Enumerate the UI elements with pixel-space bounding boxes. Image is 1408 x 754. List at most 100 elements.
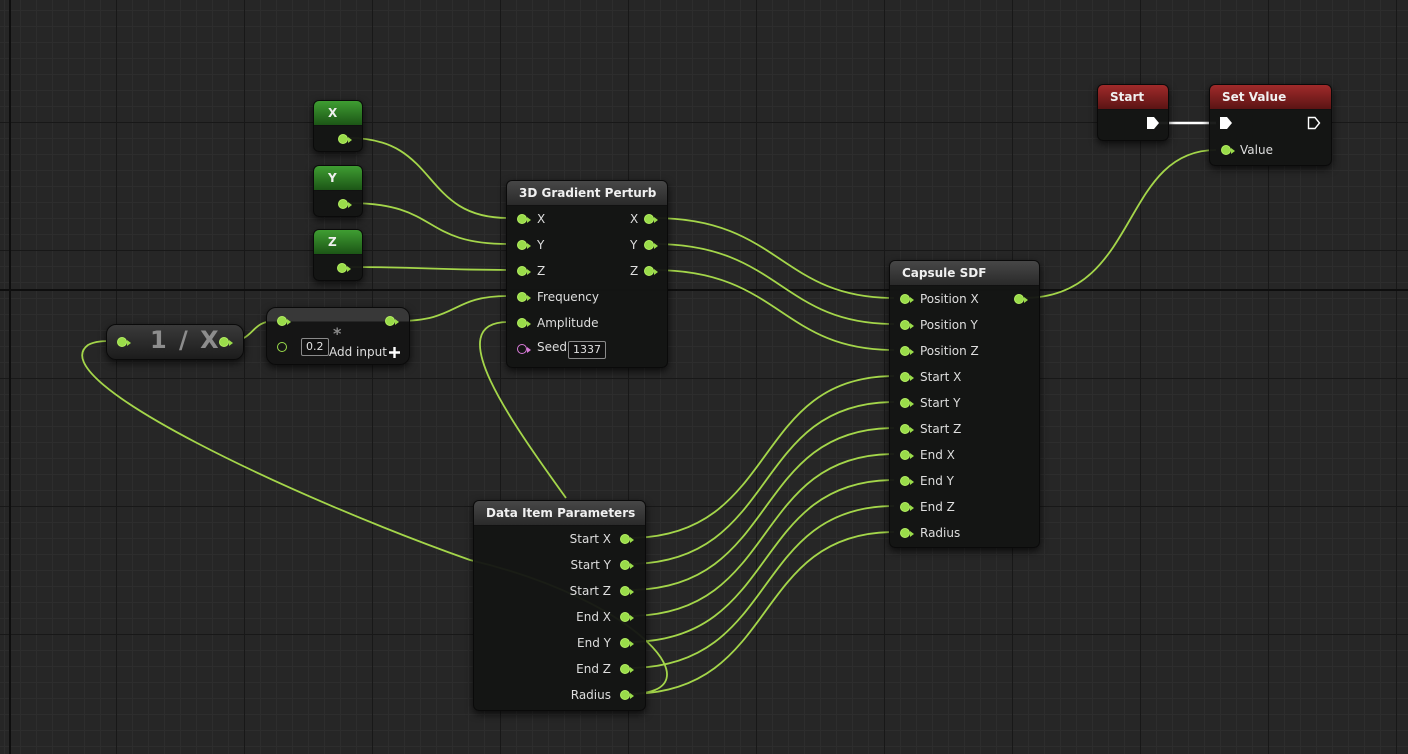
output-pin-end-x[interactable]	[620, 612, 634, 622]
node-title: Set Value	[1210, 85, 1331, 110]
multiply-value-field[interactable]: 0.2	[301, 338, 329, 356]
graph-origin-vertical-line	[9, 0, 11, 754]
wire-endy	[628, 479, 895, 643]
input-row-amplitude: Amplitude	[507, 313, 657, 333]
set-value-node[interactable]: Set Value Value	[1209, 84, 1332, 166]
capsule-sdf-node[interactable]: Capsule SDF Position X Position Y Positi…	[889, 260, 1040, 548]
wire-x-to-perturb-x	[348, 137, 509, 219]
node-title: Data Item Parameters	[474, 501, 645, 526]
output-row-z: Z	[622, 261, 662, 281]
wire-dip-to-amplitude	[479, 321, 567, 499]
wire-y-to-perturb-y	[348, 202, 509, 245]
input-row-start-z: Start Z	[890, 419, 1030, 439]
output-pin-start-x[interactable]	[620, 534, 634, 544]
input-pin-seed[interactable]	[517, 344, 531, 354]
output-pin[interactable]	[219, 337, 233, 347]
input-row-start-x: Start X	[890, 367, 1030, 387]
input-pin-z[interactable]	[517, 266, 531, 276]
input-pin-start-x[interactable]	[900, 372, 914, 382]
input-pin-a[interactable]	[277, 316, 291, 326]
variable-y-node[interactable]: Y	[313, 165, 363, 217]
output-pin-y[interactable]	[338, 199, 352, 209]
output-row-end-x: End X	[474, 607, 639, 627]
input-pin-x[interactable]	[517, 214, 531, 224]
plus-icon[interactable]	[389, 347, 400, 358]
wire-startx	[628, 375, 895, 539]
output-pin-end-z[interactable]	[620, 664, 634, 674]
wire-radius-to-reciprocal	[81, 340, 668, 695]
output-row-start-y: Start Y	[474, 555, 639, 575]
input-row-radius: Radius	[890, 523, 1030, 543]
wire-z-to-perturb-z	[347, 266, 509, 271]
node-title: Z	[314, 230, 362, 255]
graph-origin-horizontal-line	[0, 289, 1408, 291]
output-pin-end-y[interactable]	[620, 638, 634, 648]
input-row-z: Z	[507, 261, 657, 281]
wire-starty	[628, 401, 895, 565]
output-row-end-z: End Z	[474, 659, 639, 679]
seed-value-field[interactable]: 1337	[568, 341, 606, 359]
input-pin-y[interactable]	[517, 240, 531, 250]
input-row-x: X	[507, 209, 657, 229]
wire-startz	[628, 427, 895, 591]
gradient-perturb-node[interactable]: 3D Gradient Perturb X Y Z Frequency Ampl…	[506, 180, 668, 368]
output-pin-y[interactable]	[644, 240, 658, 250]
input-row-frequency: Frequency	[507, 287, 657, 307]
exec-output-icon[interactable]	[1146, 116, 1160, 130]
input-row-end-z: End Z	[890, 497, 1030, 517]
output-row-end-y: End Y	[474, 633, 639, 653]
wire-endz	[628, 505, 895, 669]
input-row-position-z: Position Z	[890, 341, 1030, 361]
variable-z-node[interactable]: Z	[313, 229, 363, 281]
multiply-node[interactable]: 0.2 * Add input	[266, 307, 410, 365]
exec-input-icon[interactable]	[1219, 116, 1233, 130]
output-pin-z[interactable]	[337, 263, 351, 273]
start-event-node[interactable]: Start	[1097, 84, 1169, 141]
output-pin-x[interactable]	[338, 134, 352, 144]
input-row-end-x: End X	[890, 445, 1030, 465]
node-title: X	[314, 101, 362, 126]
input-pin-end-y[interactable]	[900, 476, 914, 486]
input-pin-radius[interactable]	[900, 528, 914, 538]
input-pin-start-z[interactable]	[900, 424, 914, 434]
wire-perturb-z-to-position-z	[653, 269, 895, 351]
output-pin-z[interactable]	[644, 266, 658, 276]
input-pin[interactable]	[117, 337, 131, 347]
input-pin-position-y[interactable]	[900, 320, 914, 330]
add-input-label[interactable]: Add input	[329, 345, 387, 359]
input-pin-b[interactable]	[277, 342, 287, 352]
input-pin-end-z[interactable]	[900, 502, 914, 512]
wire-perturb-x-to-position-x	[653, 217, 895, 299]
input-pin-value[interactable]	[1221, 145, 1235, 155]
variable-x-node[interactable]: X	[313, 100, 363, 152]
input-row-position-y: Position Y	[890, 315, 1030, 335]
wire-radius	[628, 531, 895, 695]
data-item-parameters-node[interactable]: Data Item Parameters Start X Start Y Sta…	[473, 500, 646, 711]
input-pin-start-y[interactable]	[900, 398, 914, 408]
output-pin-radius[interactable]	[620, 690, 634, 700]
output-pin-x[interactable]	[644, 214, 658, 224]
output-pin-start-z[interactable]	[620, 586, 634, 596]
input-pin-position-z[interactable]	[900, 346, 914, 356]
node-title: Capsule SDF	[890, 261, 1039, 286]
exec-output-icon[interactable]	[1307, 116, 1321, 130]
input-row-end-y: End Y	[890, 471, 1030, 491]
input-pin-frequency[interactable]	[517, 292, 531, 302]
output-pin[interactable]	[385, 316, 399, 326]
input-pin-position-x[interactable]	[900, 294, 914, 304]
output-row-radius: Radius	[474, 685, 639, 705]
output-row-y: Y	[622, 235, 662, 255]
input-row-value: Value	[1210, 140, 1320, 160]
output-pin[interactable]	[1014, 294, 1028, 304]
input-row-start-y: Start Y	[890, 393, 1030, 413]
node-label: 1 / X	[150, 326, 221, 354]
output-row-x: X	[622, 209, 662, 229]
output-row-start-x: Start X	[474, 529, 639, 549]
reciprocal-node[interactable]: 1 / X	[106, 324, 244, 360]
node-title: Start	[1098, 85, 1168, 110]
input-pin-amplitude[interactable]	[517, 318, 531, 328]
output-pin-start-y[interactable]	[620, 560, 634, 570]
input-pin-end-x[interactable]	[900, 450, 914, 460]
